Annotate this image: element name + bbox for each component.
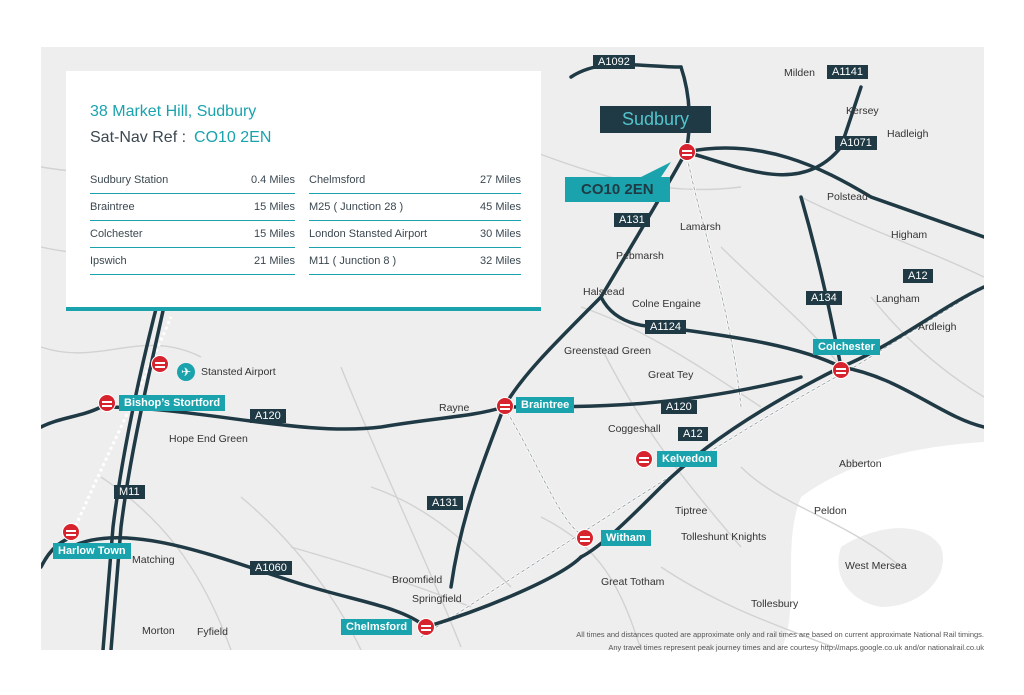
- postcode-label: CO10 2EN: [565, 177, 670, 202]
- mersea-island: [838, 528, 943, 607]
- place-label: Greenstead Green: [564, 345, 651, 357]
- place-label: Tollesbury: [751, 598, 799, 610]
- place-label: Great Totham: [601, 576, 665, 588]
- distance-value: 45 Miles: [480, 201, 521, 213]
- road-shield: A1092: [593, 55, 635, 69]
- footnote-line: All times and distances quoted are appro…: [576, 630, 984, 639]
- distance-value: 21 Miles: [254, 255, 295, 267]
- place-label: Hadleigh: [887, 128, 929, 140]
- road-shield: A120: [661, 400, 697, 414]
- place-label: Matching: [132, 554, 175, 566]
- airplane-icon: ✈: [177, 363, 195, 381]
- road-shield: A120: [250, 409, 286, 423]
- road-shield: A12: [678, 427, 708, 441]
- rail-station-icon: [832, 361, 850, 379]
- info-panel: 38 Market Hill, Sudbury Sat-Nav Ref : CO1…: [66, 71, 541, 311]
- distance-place: London Stansted Airport: [309, 228, 428, 240]
- distance-value: 32 Miles: [480, 255, 521, 267]
- distance-table-left: Sudbury Station 0.4 Miles Braintree 15 Mil…: [90, 167, 295, 275]
- station-label: Chelmsford: [341, 619, 413, 635]
- place-label: Pebmarsh: [616, 250, 664, 262]
- distance-place: M25 ( Junction 28 ): [309, 201, 404, 213]
- road-shield: A134: [806, 291, 842, 305]
- distance-value: 30 Miles: [480, 228, 521, 240]
- satnav-code: CO10 2EN: [194, 129, 272, 146]
- distance-row: M11 ( Junction 8 ) 32 Miles: [309, 248, 521, 275]
- rail-station-icon: [678, 143, 696, 161]
- distance-row: Ipswich 21 Miles: [90, 248, 295, 275]
- station-label: Harlow Town: [53, 543, 131, 559]
- place-label: Coggeshall: [608, 423, 661, 435]
- distance-value: 15 Miles: [254, 201, 295, 213]
- place-label: Ardleigh: [918, 321, 957, 333]
- place-label: Great Tey: [648, 369, 694, 381]
- place-label: Lamarsh: [680, 221, 721, 233]
- target-town-label: Sudbury: [600, 106, 712, 133]
- station-label: Witham: [601, 530, 651, 546]
- place-label: Springfield: [412, 593, 462, 605]
- place-label: Milden: [784, 67, 815, 79]
- road-shield: A131: [427, 496, 463, 510]
- place-label: West Mersea: [845, 560, 907, 572]
- place-label: Morton: [142, 625, 175, 637]
- station-label: Bishop’s Stortford: [119, 395, 226, 411]
- road-shield: A1071: [835, 136, 877, 150]
- place-label: Peldon: [814, 505, 847, 517]
- distance-value: 15 Miles: [254, 228, 295, 240]
- place-label: Hope End Green: [169, 433, 248, 445]
- place-label: Colne Engaine: [632, 298, 701, 310]
- distance-value: 0.4 Miles: [250, 174, 295, 186]
- distance-place: Ipswich: [90, 255, 127, 267]
- rail-station-icon: [98, 394, 116, 412]
- distance-row: M25 ( Junction 28 ) 45 Miles: [309, 194, 521, 221]
- satnav-ref: Sat-Nav Ref : CO10 2EN: [90, 129, 271, 147]
- distance-place: Braintree: [90, 201, 135, 213]
- place-label: Fyfield: [197, 626, 228, 638]
- rail-station-icon: [417, 618, 435, 636]
- place-label: Stansted Airport: [201, 366, 276, 378]
- distance-row: London Stansted Airport 30 Miles: [309, 221, 521, 248]
- map: 38 Market Hill, Sudbury Sat-Nav Ref : CO1…: [41, 47, 984, 650]
- road-shield: A1060: [250, 561, 292, 575]
- place-label: Higham: [891, 229, 928, 241]
- road-shield: A12: [903, 269, 933, 283]
- rail-station-icon: [62, 523, 80, 541]
- station-label: Colchester: [813, 339, 880, 355]
- rail-station-icon: [151, 355, 169, 373]
- place-label: Rayne: [439, 402, 470, 414]
- place-label: Abberton: [839, 458, 882, 470]
- road-shield: A1124: [645, 320, 686, 334]
- road-shield: A1141: [827, 65, 868, 79]
- place-label: Tiptree: [675, 505, 708, 517]
- place-label: Tolleshunt Knights: [681, 531, 767, 543]
- distance-place: Sudbury Station: [90, 174, 169, 186]
- place-label: Halstead: [583, 286, 625, 298]
- road-shield: A131: [614, 213, 650, 227]
- distance-value: 27 Miles: [480, 174, 521, 186]
- place-label: Broomfield: [392, 574, 443, 586]
- satnav-label: Sat-Nav Ref :: [90, 129, 187, 146]
- distance-place: M11 ( Junction 8 ): [309, 255, 397, 267]
- distance-row: Colchester 15 Miles: [90, 221, 295, 248]
- distance-table-right: Chelmsford 27 Miles M25 ( Junction 28 ) 45…: [309, 167, 521, 275]
- distance-place: Colchester: [90, 228, 143, 240]
- place-label: Langham: [876, 293, 920, 305]
- footnote-line: Any travel times represent peak journey …: [608, 643, 984, 652]
- road-shield: M11: [114, 485, 145, 499]
- distance-row: Chelmsford 27 Miles: [309, 167, 521, 194]
- station-label: Braintree: [516, 397, 575, 413]
- property-address: 38 Market Hill, Sudbury: [90, 103, 257, 120]
- rail-station-icon: [635, 450, 653, 468]
- station-label: Kelvedon: [657, 451, 717, 467]
- distance-row: Sudbury Station 0.4 Miles: [90, 167, 295, 194]
- place-label: Polstead: [827, 191, 868, 203]
- rail-station-icon: [496, 397, 514, 415]
- distance-row: Braintree 15 Miles: [90, 194, 295, 221]
- distance-place: Chelmsford: [309, 174, 366, 186]
- place-label: Kersey: [846, 105, 879, 117]
- rail-station-icon: [576, 529, 594, 547]
